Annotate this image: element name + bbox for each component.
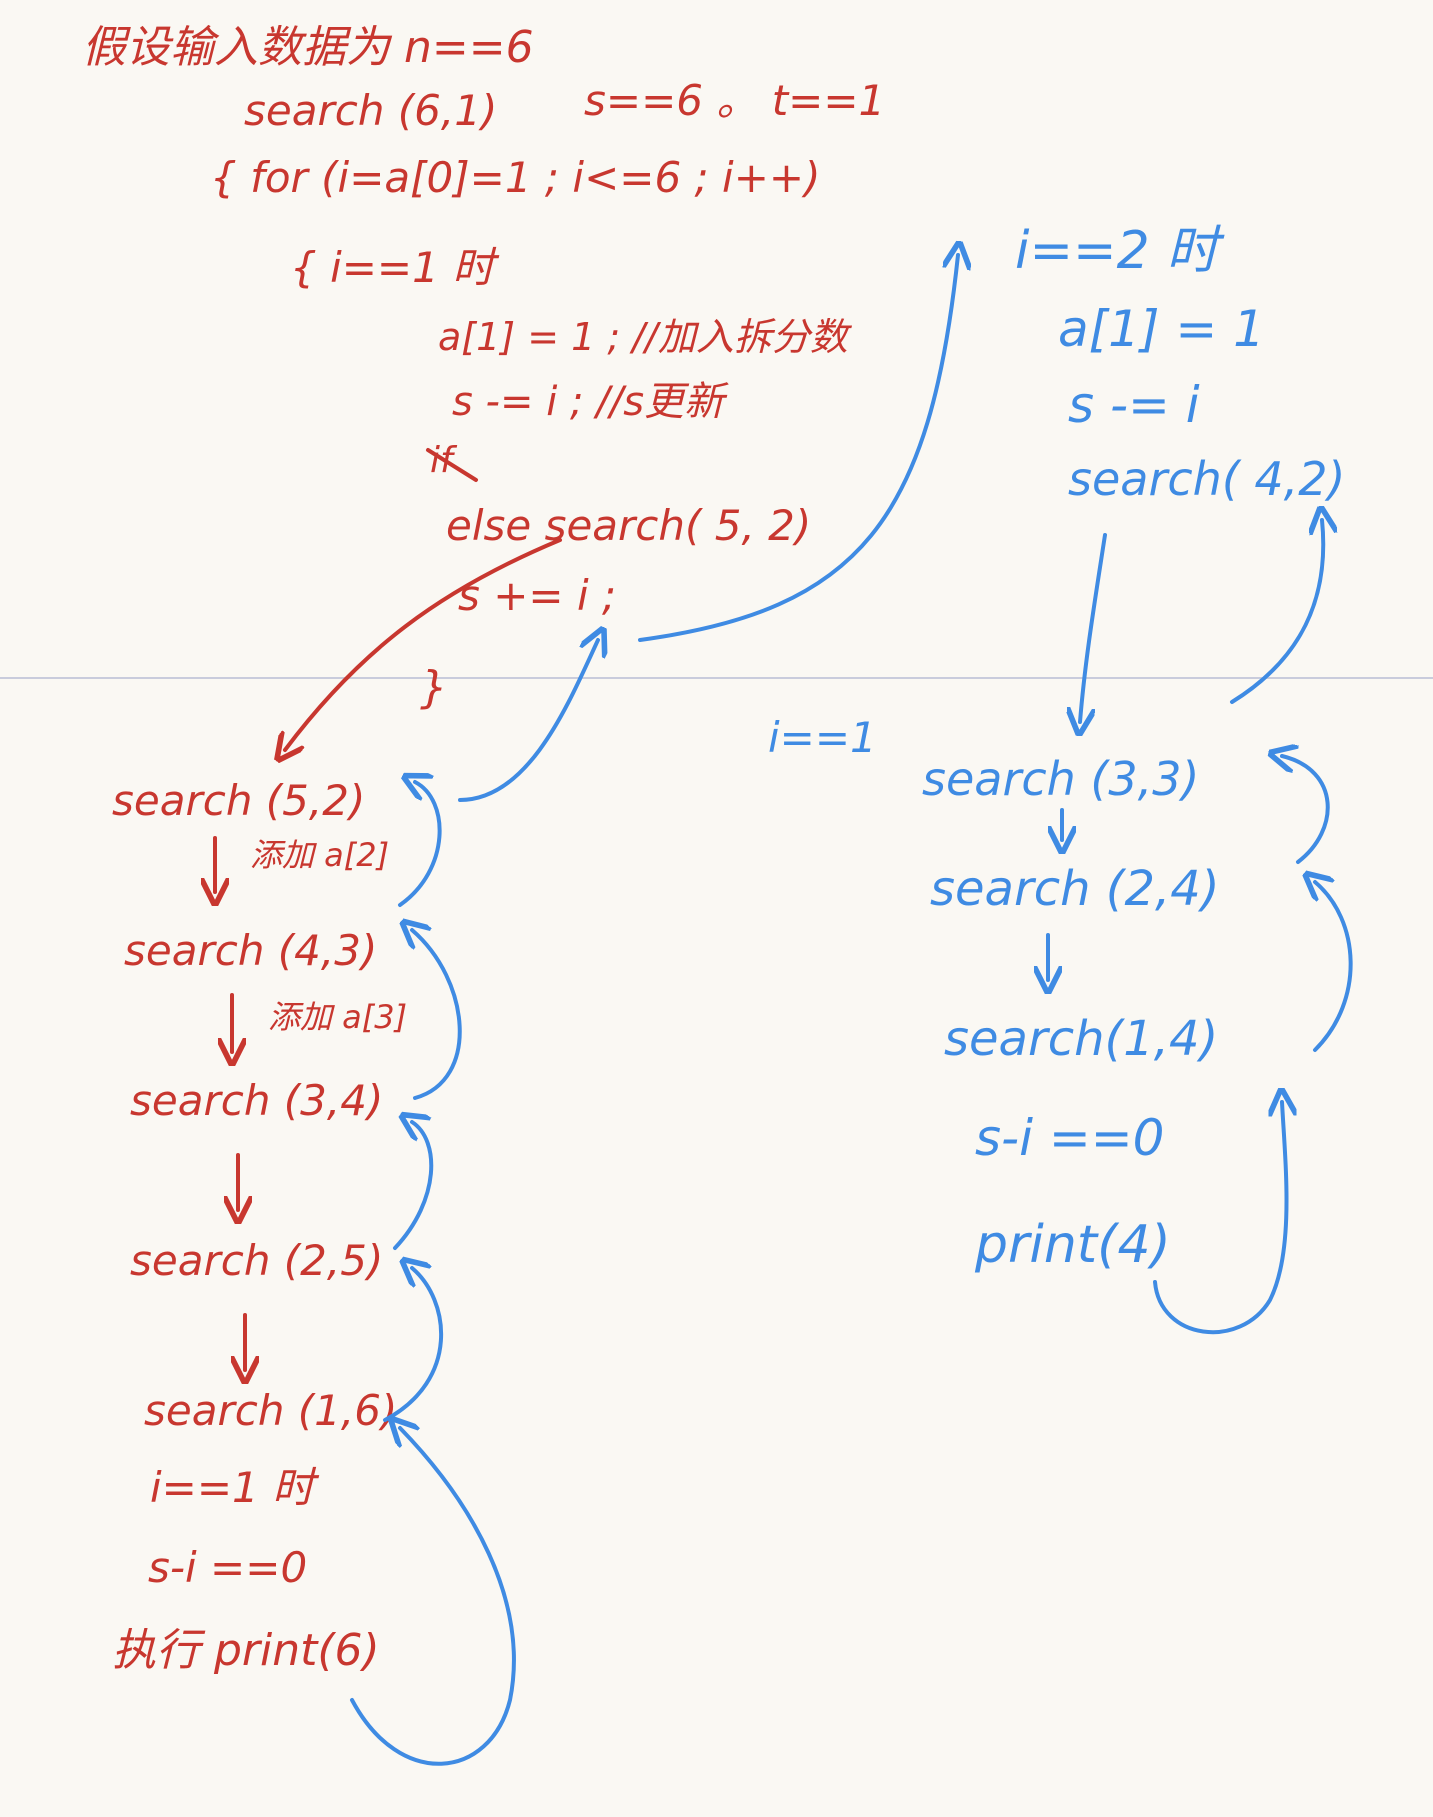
when-i-equals-1: { i==1 时 xyxy=(290,243,500,292)
update-s: s -= i ; //s更新 xyxy=(452,379,729,425)
return-arc-5-2 xyxy=(458,640,598,802)
return-arc-2-4 xyxy=(1282,756,1330,864)
return-arc-1-4 xyxy=(1315,882,1353,1052)
return-arc-print6 xyxy=(350,1428,516,1766)
i-equals-1-note: i==1 xyxy=(768,713,877,762)
strike-through-mark xyxy=(426,448,478,482)
initial-call: search (6,1) xyxy=(244,86,497,135)
add-a3-note: 添加 a[3] xyxy=(268,998,407,1036)
return-arc-3-4 xyxy=(412,930,462,1100)
print-4: print(4) xyxy=(974,1215,1171,1275)
search-2-4: search (2,4) xyxy=(930,861,1220,917)
continue-loop-arrow xyxy=(638,255,958,642)
return-arc-1-6 xyxy=(383,1268,444,1422)
else-search-call: else search( 5, 2) xyxy=(446,501,811,550)
chain-search-2-5: search (2,5) xyxy=(130,1236,383,1285)
i-equals-2-note: i==2 时 xyxy=(1015,221,1225,281)
search-4-2-call: search( 4,2) xyxy=(1068,452,1345,506)
chain-s-minus-i-zero: s-i ==0 xyxy=(148,1543,307,1592)
chain-search-4-3: search (4,3) xyxy=(124,926,377,975)
chain-exec-print-6: 执行 print(6) xyxy=(112,1625,380,1676)
assign-a1: a[1] = 1 ; //加入拆分数 xyxy=(438,315,853,359)
chain-i-equals-1: i==1 时 xyxy=(150,1463,320,1512)
initial-state: s==6 。 t==1 xyxy=(584,76,885,125)
assign-a1-blue: a[1] = 1 xyxy=(1058,300,1265,358)
close-brace: } xyxy=(420,662,448,713)
add-a2-note: 添加 a[2] xyxy=(250,836,389,874)
update-s-blue: s -= i xyxy=(1068,376,1200,434)
chain-search-3-4: search (3,4) xyxy=(130,1076,383,1125)
down-arrow-to-3-3 xyxy=(1080,533,1107,722)
return-arc-to-4-2 xyxy=(1230,520,1323,704)
return-arc-print4 xyxy=(1153,1102,1287,1335)
search-1-4: search(1,4) xyxy=(944,1011,1218,1067)
chain-search-1-6: search (1,6) xyxy=(144,1386,397,1435)
header-text: 假设输入数据为 n==6 xyxy=(82,22,534,73)
for-loop-line: { for (i=a[0]=1 ; i<=6 ; i++) xyxy=(210,153,820,202)
red-call-arrow xyxy=(285,538,562,750)
return-arc-2-5 xyxy=(393,1122,434,1250)
s-minus-i-zero-blue: s-i ==0 xyxy=(975,1109,1164,1167)
restore-s: s += i ; xyxy=(458,571,616,620)
chain-search-5-2: search (5,2) xyxy=(112,776,365,825)
return-arc-4-3 xyxy=(400,782,442,907)
search-3-3: search (3,3) xyxy=(922,752,1199,806)
